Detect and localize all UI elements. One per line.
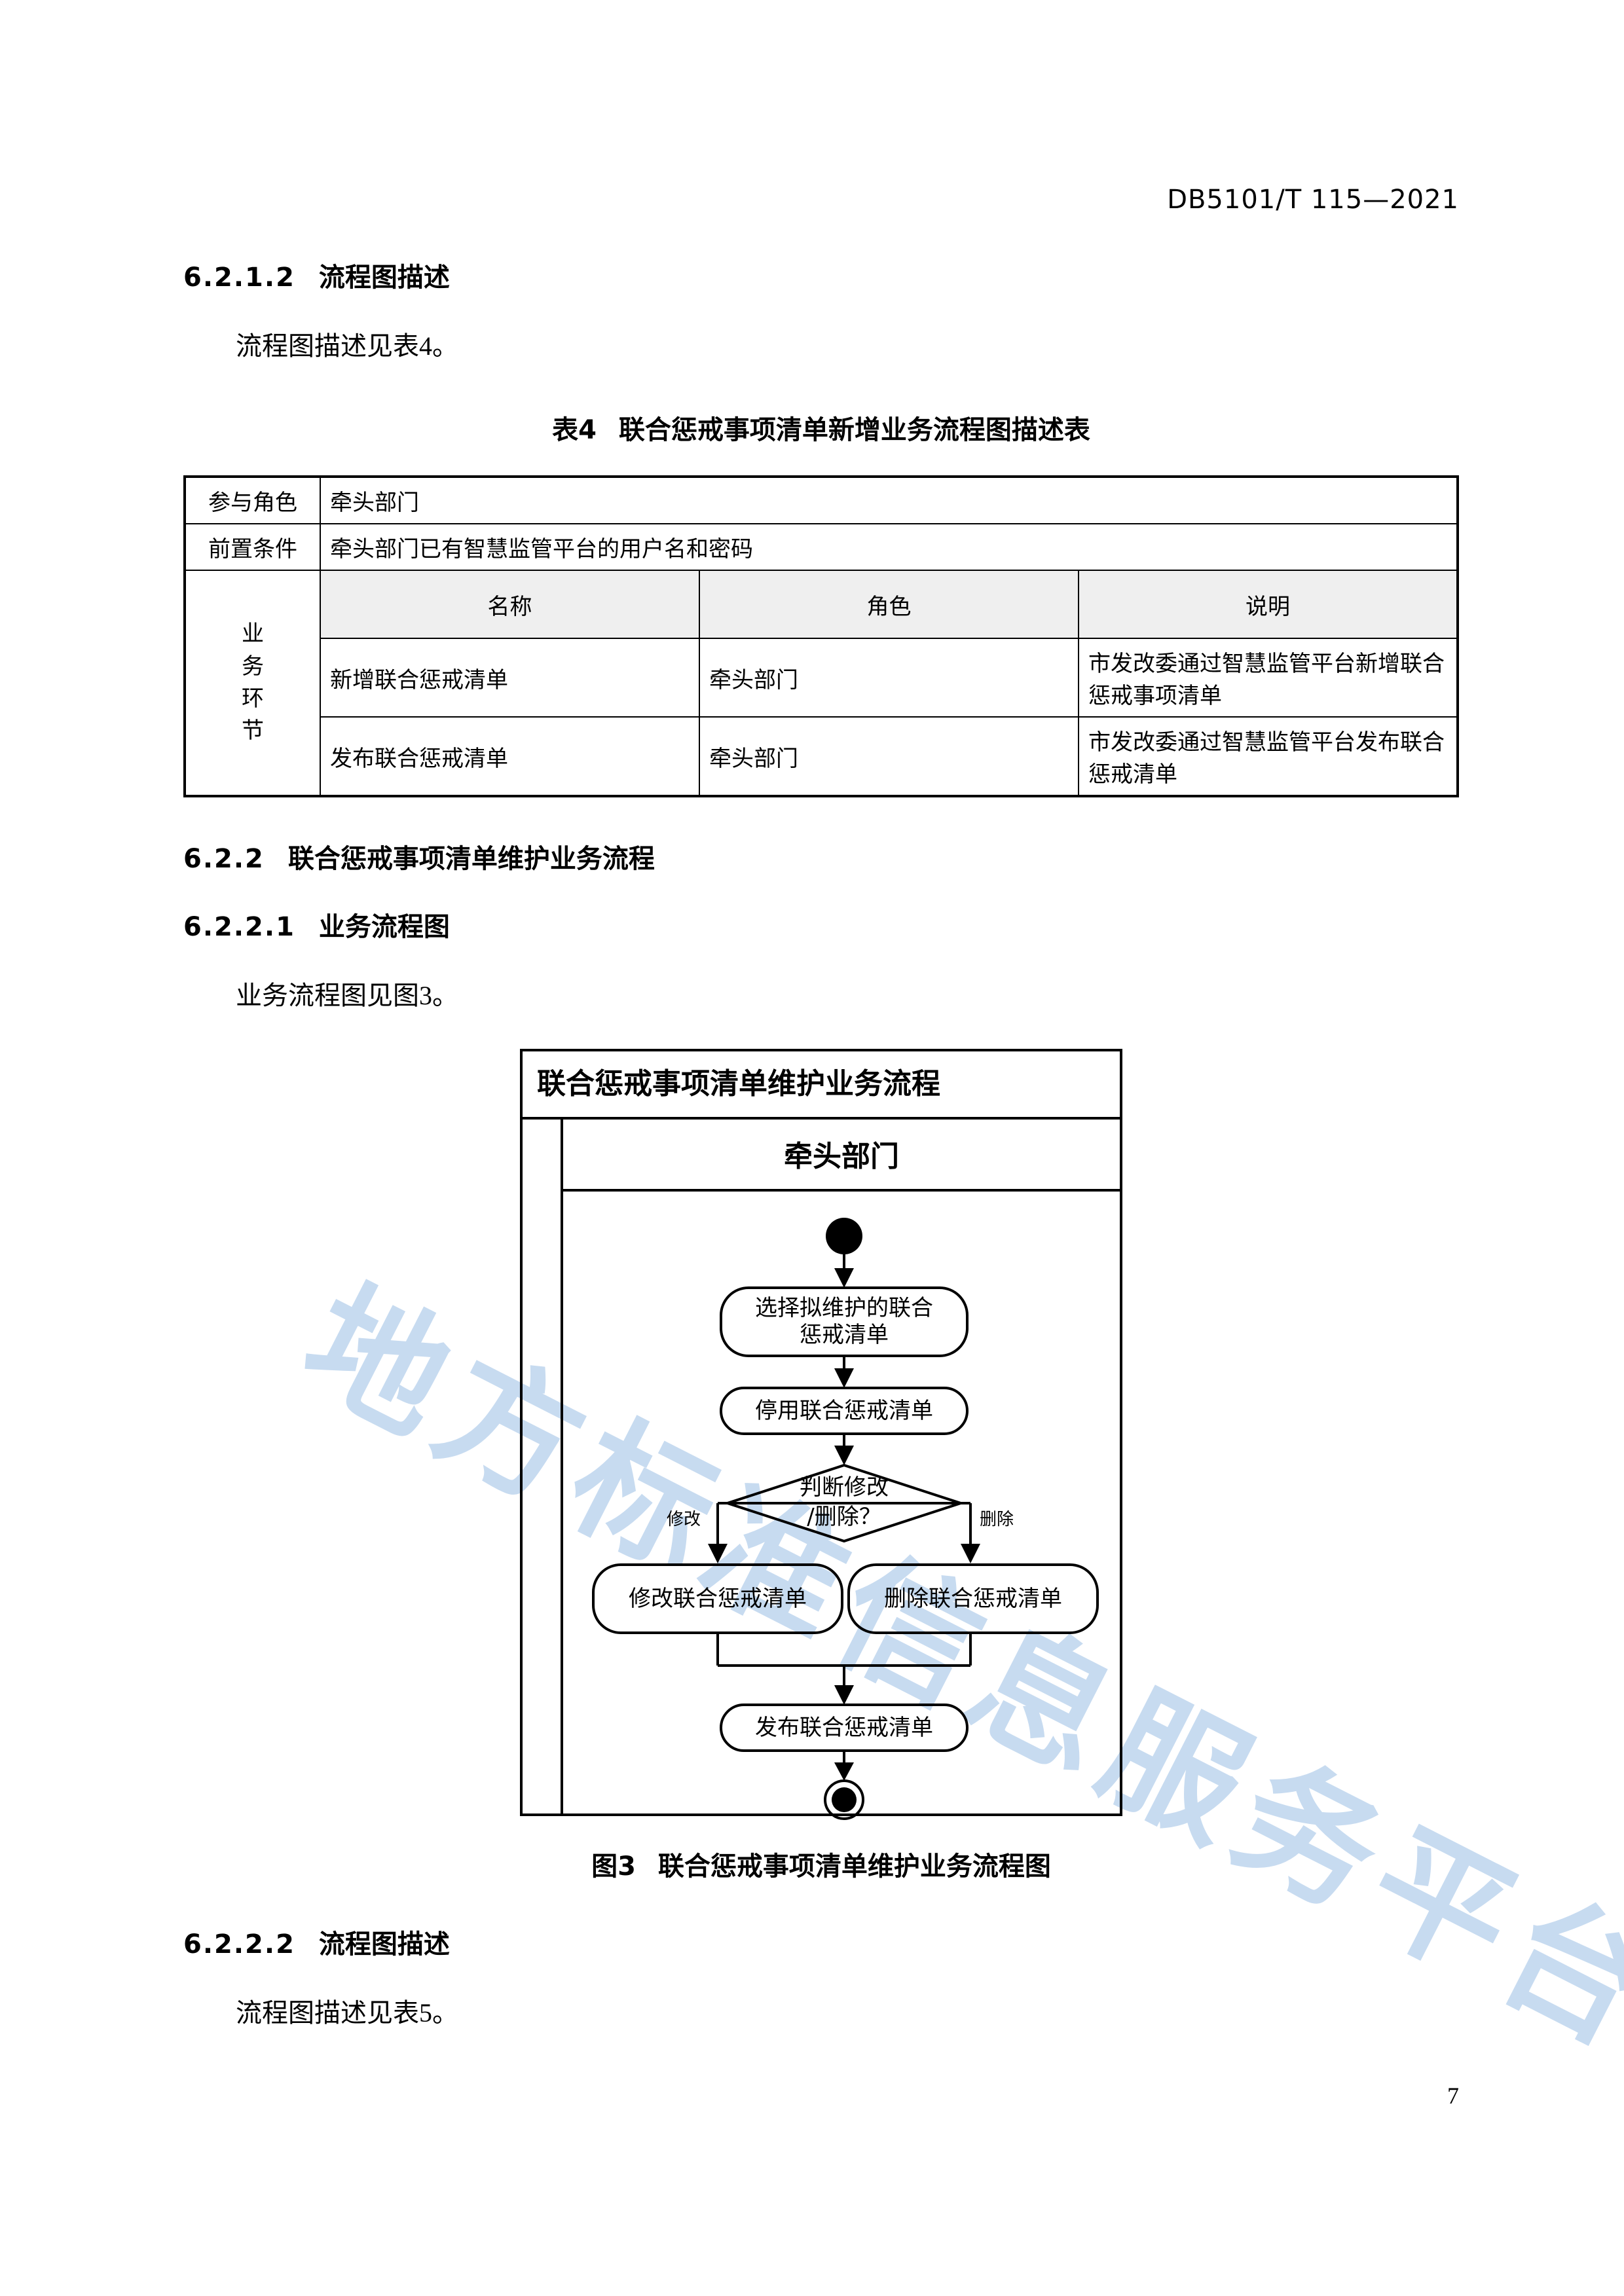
figure3-caption-title: 联合惩戒事项清单维护业务流程图 (657, 1851, 1051, 1882)
table4-col-name: 名称 (320, 570, 700, 639)
page-content: 6.2.1.2 流程图描述 流程图描述见表4。 表4 联合惩戒事项清单新增业务流程图… (183, 262, 1459, 2030)
figure3-diagram-title: 联合惩戒事项清单维护业务流程 (523, 1051, 1120, 1120)
figure3-caption: 图3 联合惩戒事项清单维护业务流程图 (183, 1845, 1459, 1883)
heading-6-2-2-1-number: 6.2.2.1 (183, 912, 295, 942)
table4-r2-desc: 市发改委通过智慧监管平台发布联合惩戒清单 (1078, 716, 1458, 797)
paragraph-6-2-2-2: 流程图描述见表5。 (236, 1998, 458, 2028)
table-row: 业 务 环 节 名称 角色 说明 (184, 570, 1458, 797)
table4-r2-name: 发布联合惩戒清单 (320, 716, 700, 797)
heading-6-2-2-2: 6.2.2.2 流程图描述 (183, 1929, 1459, 1960)
table4-col-desc: 说明 (1078, 570, 1458, 639)
diamond-shape (726, 1464, 962, 1543)
standard-number: DB5101/T 115—2021 (1167, 185, 1459, 215)
figure3-decision-node: 判断修改 /删除？ (726, 1464, 962, 1543)
heading-6-2-2-title: 联合惩戒事项清单维护业务流程 (287, 844, 655, 874)
table4-section-label-char-1: 业 (242, 622, 264, 647)
figure3-node-disable-list: 停用联合惩戒清单 (720, 1387, 969, 1436)
page-number: 7 (1447, 2083, 1459, 2109)
table4-section-label-char-4: 节 (242, 719, 264, 744)
figure3-lane-title: 牵头部门 (563, 1120, 1120, 1192)
table4-r1-name: 新增联合惩戒清单 (320, 638, 700, 718)
figure3-node-select-list-line2: 惩戒清单 (800, 1322, 889, 1349)
table4-section-label: 业 务 环 节 (184, 570, 321, 797)
table4-col-role: 角色 (699, 570, 1079, 639)
figure3-flowchart: 联合惩戒事项清单维护业务流程 牵头部门 (520, 1049, 1122, 1821)
running-header: DB5101/T 115—2021 (183, 185, 1459, 215)
figure3-node-publish-list: 发布联合惩戒清单 (720, 1704, 969, 1753)
heading-6-2-1-2-number: 6.2.1.2 (183, 263, 295, 293)
figure3-lane-gutter (523, 1120, 563, 1814)
table4-section-label-char-3: 环 (242, 687, 264, 711)
heading-6-2-2-1: 6.2.2.1 业务流程图 (183, 911, 1459, 943)
figure3-start-node (826, 1218, 862, 1255)
table4-section-label-char-2: 务 (242, 654, 264, 679)
table4: 参与角色 牵头部门 前置条件 牵头部门已有智慧监管平台的用户名和密码 业 务 环… (183, 475, 1459, 797)
figure3-node-select-list: 选择拟维护的联合 惩戒清单 (720, 1286, 969, 1358)
figure3-decision-line1: 判断修改 (800, 1474, 889, 1501)
heading-6-2-2-2-number: 6.2.2.2 (183, 1929, 295, 1960)
figure3-node-modify-list: 修改联合惩戒清单 (592, 1563, 843, 1635)
figure3-node-publish-list-label: 发布联合惩戒清单 (755, 1714, 933, 1741)
heading-6-2-2-number: 6.2.2 (183, 844, 265, 874)
heading-6-2-1-2-title: 流程图描述 (318, 263, 450, 293)
table4-r1-role: 牵头部门 (699, 638, 1079, 718)
heading-6-2-2: 6.2.2 联合惩戒事项清单维护业务流程 (183, 843, 1459, 875)
figure3-end-node (824, 1779, 864, 1821)
table4-value-precondition: 牵头部门已有智慧监管平台的用户名和密码 (320, 523, 1458, 571)
paragraph-6-2-1-2: 流程图描述见表4。 (236, 331, 458, 361)
figure3-node-disable-list-label: 停用联合惩戒清单 (755, 1397, 933, 1424)
table4-caption: 表4 联合惩戒事项清单新增业务流程图描述表 (183, 409, 1459, 446)
figure3-edge-label-delete: 删除 (980, 1510, 1014, 1530)
table-row: 参与角色 牵头部门 (184, 476, 1458, 524)
figure3-caption-number: 图3 (591, 1851, 636, 1882)
figure3-decision-line2: /删除？ (807, 1503, 881, 1530)
paragraph-6-2-2-1: 业务流程图见图3。 (236, 981, 458, 1010)
figure3-swimlane: 牵头部门 (523, 1120, 1120, 1821)
figure3-lane-body: 牵头部门 (563, 1120, 1120, 1821)
figure3-canvas: 选择拟维护的联合 惩戒清单 停用联合惩戒清单 (563, 1192, 1120, 1821)
heading-6-2-1-2: 6.2.1.2 流程图描述 (183, 262, 1459, 293)
table4-value-role: 牵头部门 (320, 476, 1458, 524)
figure3-connectors (708, 1254, 980, 1781)
table4-caption-number: 表4 (552, 415, 597, 445)
figure3-node-delete-list: 删除联合惩戒清单 (847, 1563, 1099, 1635)
table-row: 前置条件 牵头部门已有智慧监管平台的用户名和密码 (184, 523, 1458, 571)
table-row: 新增联合惩戒清单 牵头部门 市发改委通过智慧监管平台新增联合惩戒事项清单 (185, 638, 1458, 718)
table-row: 发布联合惩戒清单 牵头部门 市发改委通过智慧监管平台发布联合惩戒清单 (185, 716, 1458, 797)
figure3-node-modify-list-label: 修改联合惩戒清单 (629, 1585, 807, 1612)
figure3-edge-label-modify: 修改 (667, 1510, 701, 1530)
heading-6-2-2-2-title: 流程图描述 (318, 1929, 450, 1960)
table4-r2-role: 牵头部门 (699, 716, 1079, 797)
figure3-node-select-list-line1: 选择拟维护的联合 (755, 1294, 933, 1321)
figure3-node-delete-list-label: 删除联合惩戒清单 (884, 1585, 1062, 1612)
table4-r1-desc: 市发改委通过智慧监管平台新增联合惩戒事项清单 (1078, 638, 1458, 718)
table4-label-role: 参与角色 (184, 476, 321, 524)
table4-label-precondition: 前置条件 (184, 523, 321, 571)
table4-caption-title: 联合惩戒事项清单新增业务流程图描述表 (618, 415, 1090, 445)
heading-6-2-2-1-title: 业务流程图 (318, 912, 450, 942)
figure3-wrapper: 联合惩戒事项清单维护业务流程 牵头部门 (183, 1049, 1459, 1821)
